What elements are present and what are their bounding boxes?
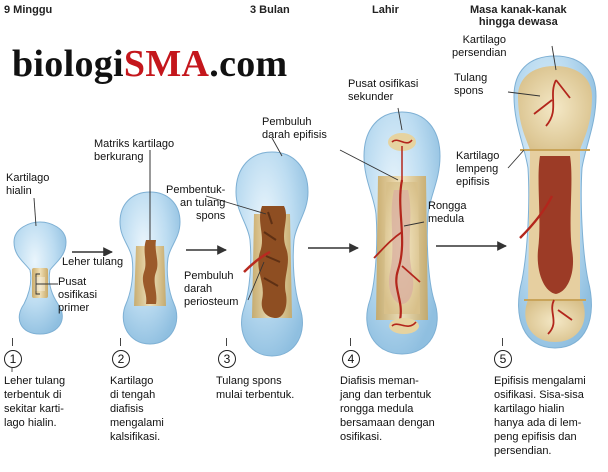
label-pembuluh-darah-epifisis: Pembuluh darah epifisis bbox=[262, 116, 327, 141]
label-rongga-medula: Rongga medula bbox=[428, 200, 467, 225]
step-4-number: 4 bbox=[342, 350, 360, 368]
label-kartilago-hialin: Kartilago hialin bbox=[6, 172, 50, 197]
label-kartilago-persendian: Kartilago persendian bbox=[452, 34, 507, 59]
step-4-description: Diafisis meman- jang dan terbentuk rongg… bbox=[340, 375, 435, 443]
progression-arrows bbox=[72, 241, 507, 257]
stage-header-lahir: Lahir bbox=[372, 4, 399, 16]
label-leher-tulang: Leher tulang bbox=[62, 256, 124, 269]
step-2-tick bbox=[120, 338, 121, 346]
label-tulang-spons: Tulang spons bbox=[454, 72, 488, 97]
step-3-number: 3 bbox=[218, 350, 236, 368]
label-kartilago-lempeng-epifisis: Kartilago lempeng epifisis bbox=[456, 150, 500, 188]
stage-header-3-bulan: 3 Bulan bbox=[250, 4, 290, 16]
bone-stage-3 bbox=[235, 151, 309, 357]
label-pembentukan-tulang-spons: Pembentuk- an tulang spons bbox=[166, 184, 226, 222]
leader-lines bbox=[33, 45, 557, 301]
label-pusat-osifikasi-sekunder: Pusat osifikasi sekunder bbox=[348, 78, 419, 103]
watermark-part-biologi: biologi bbox=[12, 43, 124, 85]
step-3-tick bbox=[226, 338, 227, 346]
step-2-number: 2 bbox=[112, 350, 130, 368]
step-5-tick bbox=[502, 338, 503, 346]
label-pusat-osifikasi-primer: Pusat osifikasi primer bbox=[58, 276, 98, 314]
step-5-number: 5 bbox=[494, 350, 512, 368]
label-matriks-kartilago: Matriks kartilago berkurang bbox=[94, 138, 175, 163]
watermark-part-com: .com bbox=[209, 43, 288, 85]
step-2-description: Kartilago di tengah diafisis mengalami k… bbox=[110, 375, 164, 443]
bone-stage-2 bbox=[119, 150, 181, 345]
stage-header-9-minggu: 9 Minggu bbox=[4, 4, 53, 16]
step-3-description: Tulang spons mulai terbentuk. bbox=[216, 375, 295, 401]
step-4-tick bbox=[350, 338, 351, 346]
step-5-description: Epifisis mengalami osifikasi. Sisa-sisa … bbox=[494, 375, 586, 457]
step-1-number: 1 bbox=[4, 350, 22, 368]
watermark-part-sma: SMA bbox=[123, 43, 210, 85]
step-1-tick bbox=[12, 338, 13, 346]
step-1-description: Leher tulang terbentuk di sekitar karti-… bbox=[4, 375, 66, 429]
label-pembuluh-darah-periosteum: Pembuluh darah periosteum bbox=[184, 270, 239, 308]
stage-header-dewasa: Masa kanak-kanak hingga dewasa bbox=[470, 4, 567, 28]
bone-stage-5 bbox=[513, 55, 597, 349]
site-watermark: biologiSMA.com bbox=[12, 44, 288, 84]
bone-stage-4 bbox=[363, 111, 441, 355]
